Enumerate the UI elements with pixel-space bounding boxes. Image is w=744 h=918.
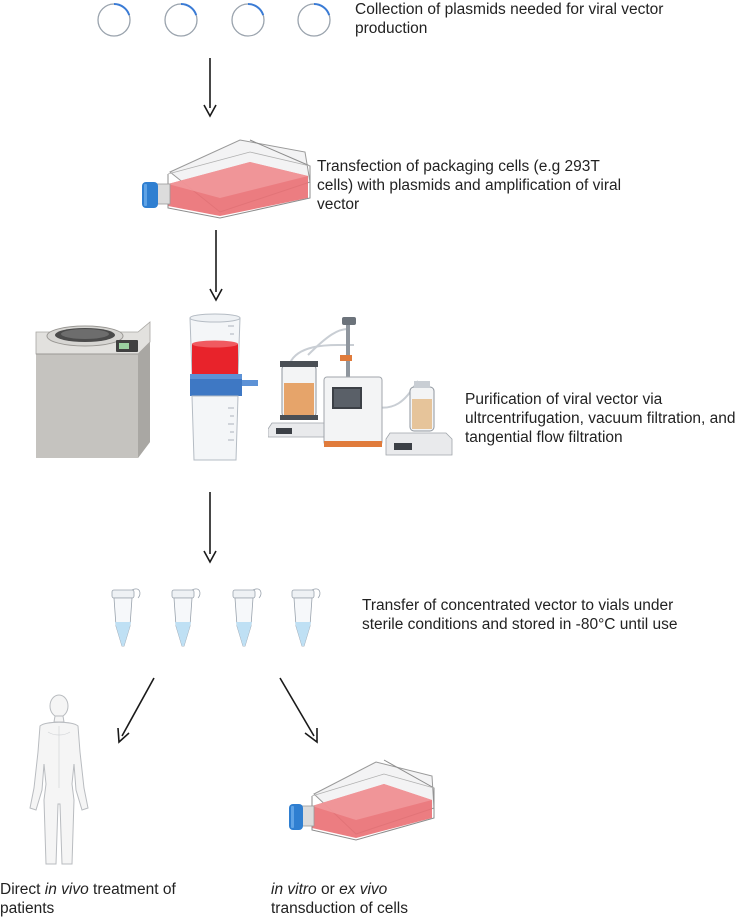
- ex-vivo-term: ex vivo: [339, 881, 388, 898]
- culture-flask-icon: [286, 752, 436, 844]
- transfection-caption-line: vector: [317, 196, 360, 213]
- in-vivo-suffix: treatment of: [88, 881, 176, 898]
- ex-vivo-caption: in vitro or ex vivo transduction of cell…: [271, 880, 408, 918]
- microcentrifuge-tube-icon: [171, 588, 201, 647]
- tangential-flow-system-icon: [268, 315, 458, 465]
- arrow-down-icon: [200, 492, 220, 564]
- plasmids-caption-line: Collection of plasmids needed for viral …: [355, 1, 664, 18]
- vials-caption-line: sterile conditions and stored in -80°C u…: [362, 616, 678, 633]
- transfection-caption-line: cells) with plasmids and amplification o…: [317, 177, 622, 194]
- arrow-down-icon: [200, 58, 220, 118]
- plasmid-icon: [97, 3, 131, 37]
- in-vivo-prefix: Direct: [0, 881, 45, 898]
- plasmid-row: [95, 2, 335, 38]
- in-vivo-caption-line: Direct in vivo treatment of: [0, 880, 176, 899]
- plasmid-icon: [297, 3, 331, 37]
- plasmids-caption-line: production: [355, 20, 428, 37]
- ultracentrifuge-icon: [30, 312, 158, 462]
- in-vivo-caption: Direct in vivo treatment of patients: [0, 880, 176, 918]
- arrow-down-left-icon: [112, 676, 160, 746]
- purification-caption-line: tangential flow filtration: [465, 429, 623, 446]
- ex-vivo-caption-line: in vitro or ex vivo: [271, 880, 408, 899]
- patient-figure-icon: [22, 692, 96, 872]
- vials-caption-line: Transfer of concentrated vector to vials…: [362, 597, 674, 614]
- plasmid-icon: [231, 3, 265, 37]
- microcentrifuge-tube-icon: [291, 588, 321, 647]
- microcentrifuge-tube-icon: [111, 588, 141, 647]
- culture-flask-icon: [140, 132, 320, 222]
- in-vivo-term: in vivo: [44, 881, 89, 898]
- vial-row: [100, 586, 330, 656]
- microcentrifuge-tube-icon: [232, 588, 262, 647]
- plasmid-icon: [164, 3, 198, 37]
- in-vivo-caption-line: patients: [0, 900, 55, 917]
- transfection-caption-line: Transfection of packaging cells (e.g 293…: [317, 158, 600, 175]
- arrow-down-right-icon: [276, 676, 324, 746]
- ex-vivo-caption-line: transduction of cells: [271, 900, 408, 917]
- vials-caption: Transfer of concentrated vector to vials…: [362, 596, 678, 634]
- or-word: or: [316, 881, 340, 898]
- plasmids-caption: Collection of plasmids needed for viral …: [355, 0, 663, 38]
- vacuum-filter-icon: [188, 312, 263, 464]
- in-vitro-term: in vitro: [271, 881, 317, 898]
- arrow-down-icon: [206, 230, 226, 302]
- purification-caption: Purification of viral vector via ultrcen…: [465, 390, 736, 447]
- transfection-caption: Transfection of packaging cells (e.g 293…: [317, 157, 621, 214]
- purification-caption-line: Purification of viral vector via: [465, 391, 663, 408]
- purification-caption-line: ultrcentrifugation, vacuum filtration, a…: [465, 410, 736, 427]
